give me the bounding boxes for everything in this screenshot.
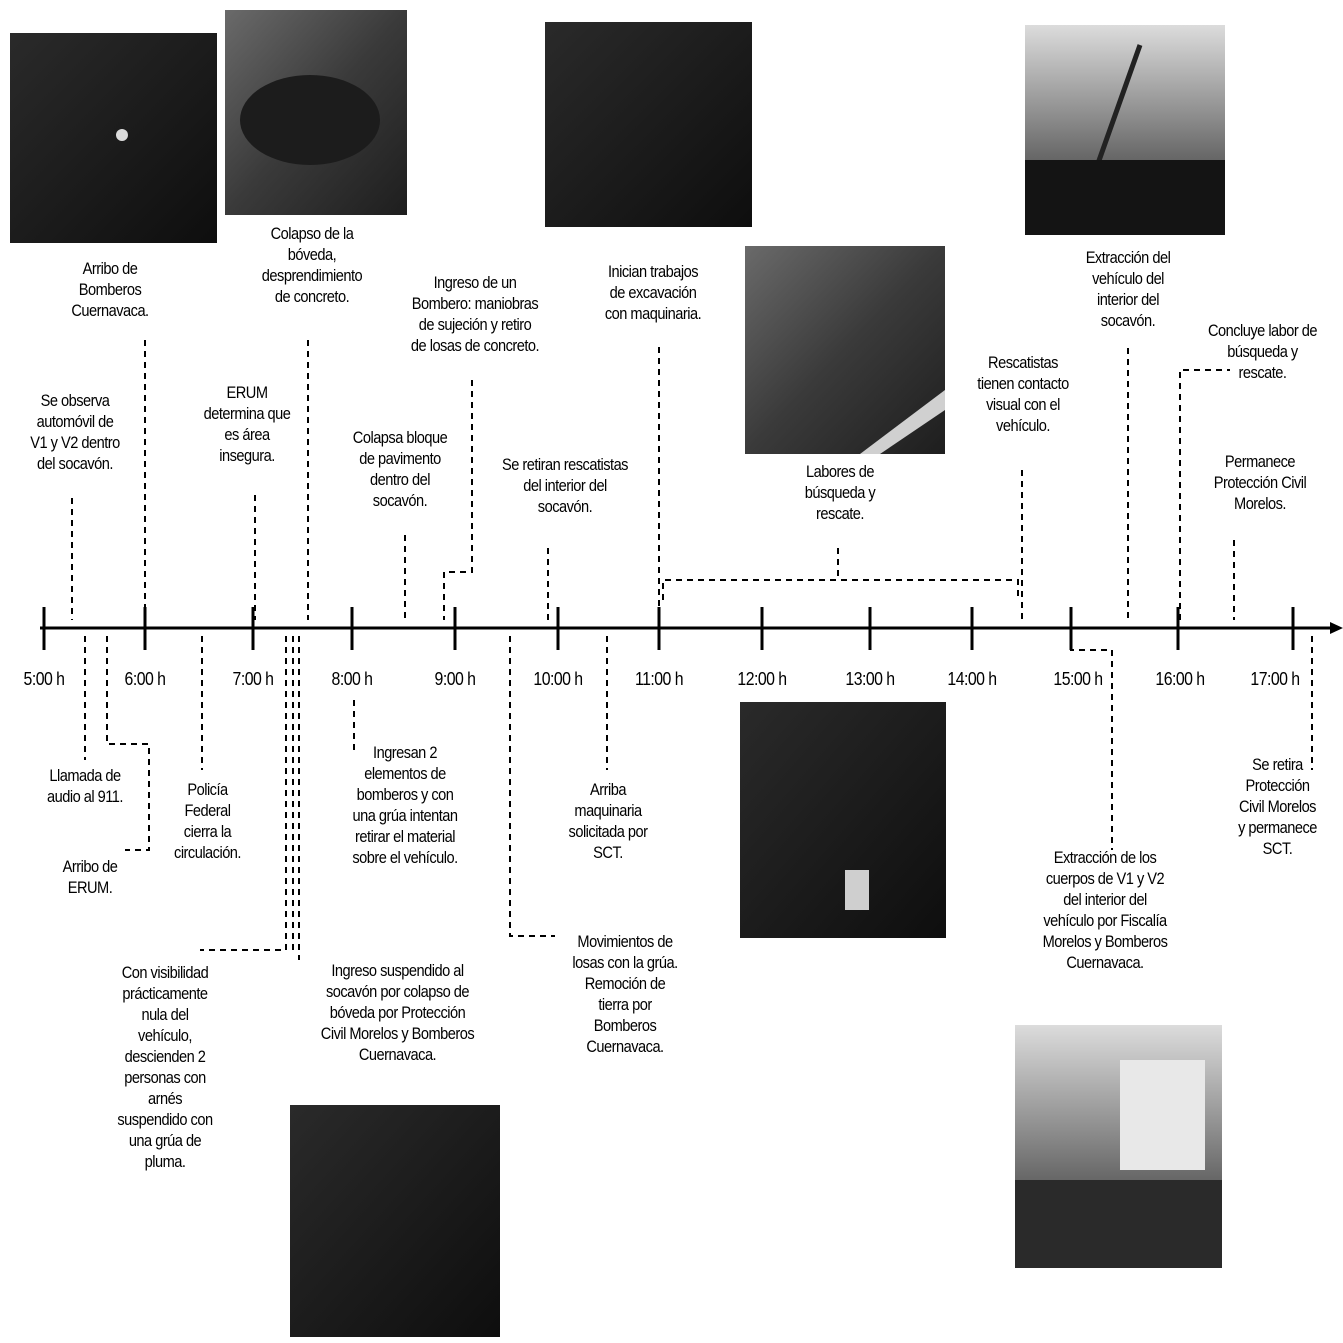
event-erum-area-insegura: ERUM determina que es área insegura. — [203, 383, 291, 465]
hour-label-12: 12:00 h — [737, 669, 787, 689]
event-contacto-visual: Rescatistas tienen contacto visual con e… — [977, 353, 1069, 435]
event-se-retira-proteccion-civil: Se retira Protección Civil Morelos y per… — [1238, 755, 1317, 858]
photo-truck-scene — [1015, 1025, 1222, 1268]
photo-vault-collapse — [225, 10, 407, 215]
event-arribo-erum: Arribo de ERUM. — [62, 857, 118, 897]
event-arriba-maquinaria: Arriba maquinaria solicitada por SCT. — [568, 780, 648, 862]
event-movimientos-losas: Movimientos de losas con la grúa. Remoci… — [572, 932, 678, 1056]
event-inician-excavacion: Inician trabajos de excavación con maqui… — [604, 262, 702, 323]
event-visibilidad-nula: Con visibilidad prácticamente nula del v… — [117, 963, 213, 1171]
hour-label-11: 11:00 h — [635, 669, 684, 689]
hour-label-6: 6:00 h — [124, 669, 166, 689]
hour-label-16: 16:00 h — [1155, 669, 1205, 689]
photo-crane — [1025, 25, 1225, 235]
hour-label-7: 7:00 h — [232, 669, 274, 689]
event-ingresan-2-elementos: Ingresan 2 elementos de bomberos y con u… — [352, 743, 458, 867]
event-policia-federal: Policía Federal cierra la circulación. — [174, 780, 241, 862]
event-extraccion-vehiculo: Extracción del vehículo del interior del… — [1085, 248, 1171, 330]
photo-sinkhole-rescue — [745, 246, 945, 454]
event-llamada-911: Llamada de audio al 911. — [47, 766, 123, 806]
hour-label-8: 8:00 h — [331, 669, 373, 689]
event-labores-busqueda: Labores de búsqueda y rescate. — [804, 462, 876, 523]
hour-label-9: 9:00 h — [434, 669, 476, 689]
event-colapso-boveda: Colapso de la bóveda, desprendimiento de… — [261, 224, 363, 306]
event-observa-automovil: Se observa automóvil de V1 y V2 dentro d… — [30, 391, 120, 473]
hour-label-5: 5:00 h — [23, 669, 65, 689]
photo-sinkhole-top — [545, 22, 752, 227]
photo-night-workers — [290, 1105, 500, 1337]
event-colapsa-bloque: Colapsa bloque de pavimento dentro del s… — [352, 428, 448, 510]
hour-label-10: 10:00 h — [533, 669, 583, 689]
photo-street-aerial — [740, 702, 946, 938]
hour-label-17: 17:00 h — [1250, 669, 1300, 689]
hour-ticks — [42, 607, 1295, 650]
event-connectors — [71, 340, 1313, 960]
time-axis — [40, 622, 1343, 634]
hour-label-14: 14:00 h — [947, 669, 997, 689]
hour-label-13: 13:00 h — [845, 669, 895, 689]
event-se-retiran-rescatistas: Se retiran rescatistas del interior del … — [502, 455, 628, 516]
event-ingreso-bombero: Ingreso de un Bombero: maniobras de suje… — [410, 273, 540, 355]
hour-label-15: 15:00 h — [1053, 669, 1103, 689]
event-concluye-labor: Concluye labor de búsqueda y rescate. — [1207, 321, 1318, 382]
photo-fire-night — [10, 33, 217, 243]
event-permanece-proteccion-civil: Permanece Protección Civil Morelos. — [1213, 452, 1307, 513]
event-ingreso-suspendido: Ingreso suspendido al socavón por colaps… — [320, 961, 475, 1064]
event-arribo-bomberos: Arribo de Bomberos Cuernavaca. — [71, 259, 149, 320]
event-extraccion-cuerpos: Extracción de los cuerpos de V1 y V2 del… — [1042, 848, 1168, 972]
